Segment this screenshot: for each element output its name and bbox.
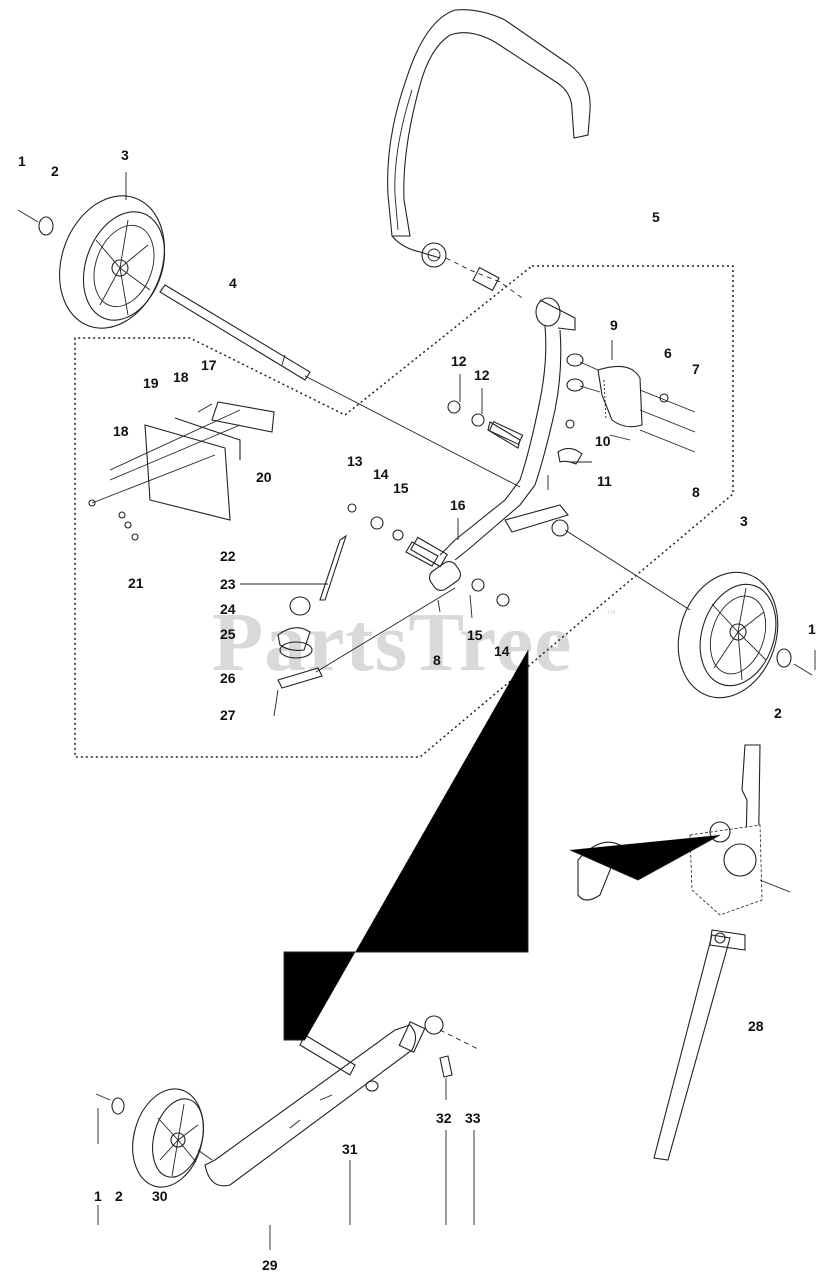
label-4: 4 — [229, 275, 237, 291]
label-18: 18 — [113, 423, 129, 439]
dotted-outline-frame-group — [74, 265, 734, 758]
label-8: 8 — [433, 652, 441, 668]
label-27: 27 — [220, 707, 236, 723]
label-33: 33 — [465, 1110, 481, 1126]
label-3: 3 — [740, 513, 748, 529]
lever-assembly — [569, 744, 791, 1161]
label-1: 1 — [808, 621, 816, 637]
group-connector-line — [283, 650, 529, 1041]
left-wheel — [17, 195, 166, 329]
label-2: 2 — [774, 705, 782, 721]
label-28: 28 — [748, 1018, 764, 1034]
label-25: 25 — [220, 626, 236, 642]
label-18: 18 — [173, 369, 189, 385]
label-9: 9 — [610, 317, 618, 333]
part-labels: 1 2 3 4 5 6 7 8 9 10 11 12 12 13 14 15 1… — [18, 147, 816, 1273]
label-5: 5 — [652, 209, 660, 225]
spacers-center — [347, 400, 583, 613]
label-7: 7 — [692, 361, 700, 377]
label-1: 1 — [18, 153, 26, 169]
label-14: 14 — [494, 643, 510, 659]
label-24: 24 — [220, 601, 236, 617]
label-29: 29 — [262, 1257, 278, 1273]
label-14: 14 — [373, 466, 389, 482]
label-12: 12 — [474, 367, 490, 383]
depth-plate — [579, 361, 696, 453]
label-26: 26 — [220, 670, 236, 686]
label-2: 2 — [115, 1188, 123, 1204]
label-22: 22 — [220, 548, 236, 564]
label-19: 19 — [143, 375, 159, 391]
leader-lines — [97, 172, 816, 1250]
label-21: 21 — [128, 575, 144, 591]
handle-bar — [387, 9, 591, 301]
label-1: 1 — [94, 1188, 102, 1204]
label-31: 31 — [342, 1141, 358, 1157]
lower-assembly — [95, 1015, 481, 1188]
label-12: 12 — [451, 353, 467, 369]
right-wheel — [677, 571, 813, 699]
label-2: 2 — [51, 163, 59, 179]
label-8: 8 — [692, 484, 700, 500]
label-20: 20 — [256, 469, 272, 485]
label-11: 11 — [597, 473, 612, 489]
axle-shaft — [159, 284, 691, 611]
watermark-trademark: ™ — [606, 609, 616, 620]
label-6: 6 — [664, 345, 672, 361]
label-15: 15 — [467, 627, 483, 643]
label-30: 30 — [152, 1188, 168, 1204]
label-32: 32 — [436, 1110, 452, 1126]
watermark-text: PartsTree — [212, 596, 572, 689]
lever-linkage — [240, 534, 456, 717]
label-23: 23 — [220, 576, 236, 592]
label-13: 13 — [347, 453, 363, 469]
bracket-assembly — [88, 401, 275, 541]
label-17: 17 — [201, 357, 217, 373]
label-15: 15 — [393, 480, 409, 496]
label-16: 16 — [450, 497, 466, 513]
label-3: 3 — [121, 147, 129, 163]
label-10: 10 — [595, 433, 611, 449]
